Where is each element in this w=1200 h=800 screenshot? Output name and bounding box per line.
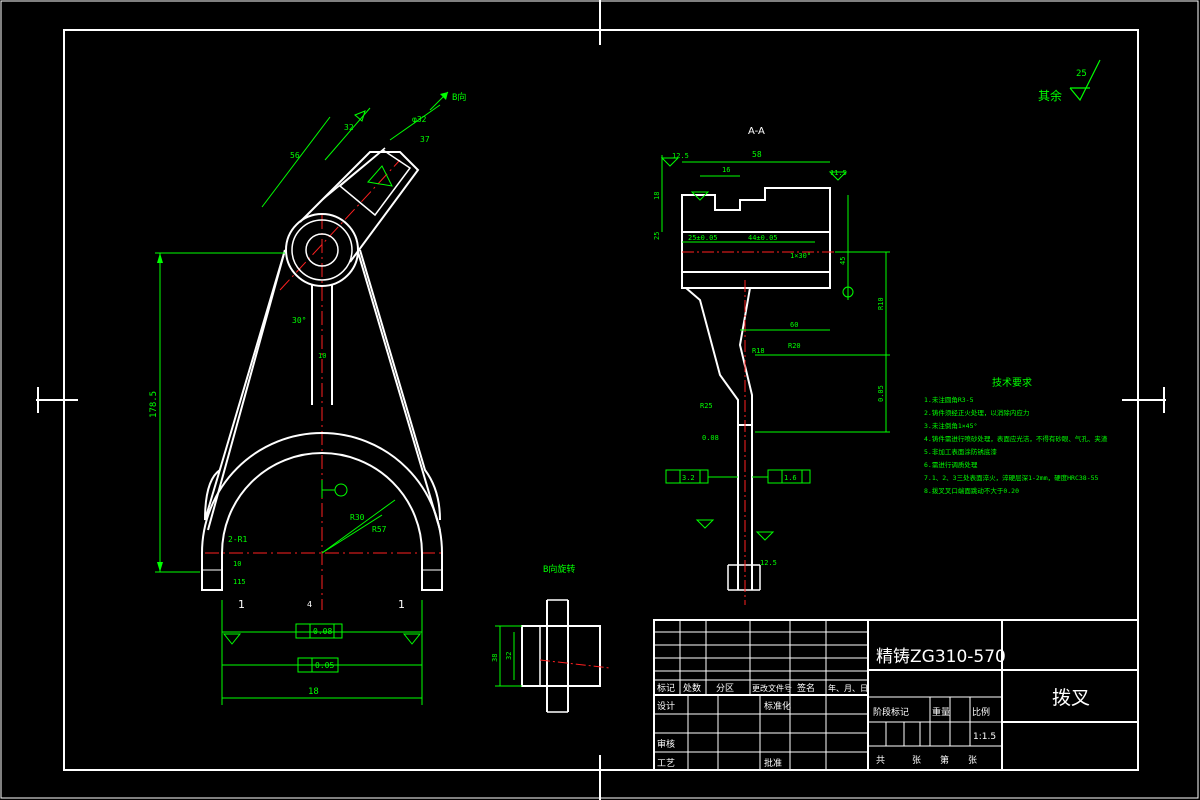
svg-text:12.5: 12.5 (760, 559, 777, 567)
svg-text:44±0.05: 44±0.05 (748, 234, 778, 242)
svg-text:1.未注圆角R3-5: 1.未注圆角R3-5 (924, 395, 974, 404)
roughness-rest: 其余 25 (1038, 59, 1101, 103)
svg-text:比例: 比例 (972, 706, 990, 718)
svg-text:32: 32 (344, 123, 354, 132)
gdt-frame-section-2: 1.6 (752, 469, 811, 484)
svg-text:更改文件号: 更改文件号 (752, 683, 792, 693)
view-b-arrow: B向 (452, 91, 466, 103)
dim-2r1: 2-R1 (228, 535, 247, 544)
dim-30-deg: 30° (292, 316, 306, 325)
svg-text:0.08: 0.08 (702, 434, 719, 442)
svg-text:3.未注倒角1×45°: 3.未注倒角1×45° (924, 421, 977, 430)
svg-text:R20: R20 (788, 342, 801, 350)
svg-text:分区: 分区 (716, 683, 734, 694)
svg-text:12.5: 12.5 (672, 152, 689, 160)
svg-text:R25: R25 (700, 402, 713, 410)
b-view: B向旋转 38 32 (491, 563, 611, 713)
svg-text:1.6: 1.6 (784, 474, 797, 482)
material: 精铸ZG310-570 (876, 647, 1006, 667)
svg-text:32: 32 (505, 652, 513, 660)
svg-text:8.拨叉叉口端面跳动不大于0.20: 8.拨叉叉口端面跳动不大于0.20 (924, 486, 1019, 495)
svg-text:4.铸件需进行喷砂处理，表面应光洁，不得有砂眼、气孔、夹渣: 4.铸件需进行喷砂处理，表面应光洁，不得有砂眼、气孔、夹渣 (924, 434, 1108, 443)
svg-text:共: 共 (876, 755, 885, 766)
gdt-frame-section-1: 3.2 (665, 469, 738, 484)
scale-value: 1:1.5 (973, 732, 996, 742)
svg-text:10: 10 (233, 560, 241, 568)
svg-text:6.需进行调质处理: 6.需进行调质处理 (924, 460, 978, 469)
dim-58: 58 (752, 150, 762, 159)
svg-text:工艺: 工艺 (657, 758, 675, 769)
svg-text:标记: 标记 (657, 682, 675, 694)
tech-title: 技术要求 (992, 376, 1032, 389)
svg-text:R18: R18 (752, 347, 765, 355)
svg-text:1×30°: 1×30° (790, 252, 811, 260)
dim-phi32: φ32 (412, 115, 427, 124)
dim-r57: R57 (372, 525, 387, 534)
svg-text:38: 38 (491, 654, 499, 662)
section-mark-right: 1 (398, 598, 405, 611)
svg-text:25±0.05: 25±0.05 (688, 234, 718, 242)
svg-text:R10: R10 (877, 297, 885, 310)
svg-text:25: 25 (653, 232, 661, 240)
svg-text:审核: 审核 (657, 738, 675, 750)
svg-text:批准: 批准 (764, 757, 782, 769)
dim-115: 18 (308, 687, 319, 697)
gdt-frame-bottom-1: 0.08 (295, 623, 343, 639)
tech-requirements: 技术要求 1.未注圆角R3-5 2.铸件须经正火处理，以消除内应力 3.未注倒角… (924, 376, 1108, 495)
svg-text:2.铸件须经正火处理，以消除内应力: 2.铸件须经正火处理，以消除内应力 (924, 408, 1029, 417)
svg-text:5.非加工表面涂防锈底漆: 5.非加工表面涂防锈底漆 (924, 447, 997, 456)
svg-text:16: 16 (722, 166, 730, 174)
svg-text:37: 37 (420, 135, 430, 144)
part-name: 拨叉 (1052, 687, 1090, 709)
b-view-title: B向旋转 (543, 563, 575, 575)
section-label: A-A (748, 126, 765, 137)
svg-text:标准化: 标准化 (764, 700, 791, 712)
svg-text:10: 10 (318, 352, 326, 360)
svg-text:签名: 签名 (797, 682, 815, 694)
svg-text:11.5: 11.5 (830, 169, 847, 177)
roughness-rest-label: 其余 (1038, 88, 1062, 103)
svg-text:60: 60 (790, 321, 798, 329)
dim-178-5: 178.5 (149, 391, 159, 418)
svg-text:设计: 设计 (657, 700, 675, 712)
svg-text:张: 张 (968, 755, 977, 766)
svg-text:18: 18 (653, 192, 661, 200)
svg-text:第: 第 (940, 754, 949, 766)
svg-text:7.1、2、3三处表面淬火，淬硬层深1-2mm，硬度HRC3: 7.1、2、3三处表面淬火，淬硬层深1-2mm，硬度HRC38-55 (924, 473, 1099, 482)
main-view: 178.5 18 0.08 0.05 R30 R57 2-R1 10 (149, 91, 466, 705)
svg-text:处数: 处数 (683, 682, 701, 694)
title-block: 精铸ZG310-570 拨叉 标记 处数 分区 更改文件号 签名 年、月、日 设… (653, 619, 1139, 771)
svg-text:阶段标记: 阶段标记 (873, 706, 909, 718)
svg-text:年、月、日: 年、月、日 (828, 683, 868, 693)
dim-r30: R30 (350, 513, 365, 522)
section-mark-left: 1 (238, 598, 245, 611)
roughness-rest-value: 25 (1076, 69, 1087, 79)
svg-text:0.05: 0.05 (877, 385, 885, 402)
svg-text:3.2: 3.2 (682, 474, 695, 482)
section-a-a: A-A 58 16 25±0.05 44±0.05 1×30° 60 45 (653, 126, 890, 605)
svg-text:0.08: 0.08 (313, 627, 332, 636)
dim-56: 56 (290, 151, 300, 160)
svg-text:重量: 重量 (932, 706, 950, 718)
svg-text:45: 45 (839, 257, 847, 265)
svg-text:115: 115 (233, 578, 246, 586)
svg-text:张: 张 (912, 755, 921, 766)
svg-text:4: 4 (307, 600, 312, 609)
